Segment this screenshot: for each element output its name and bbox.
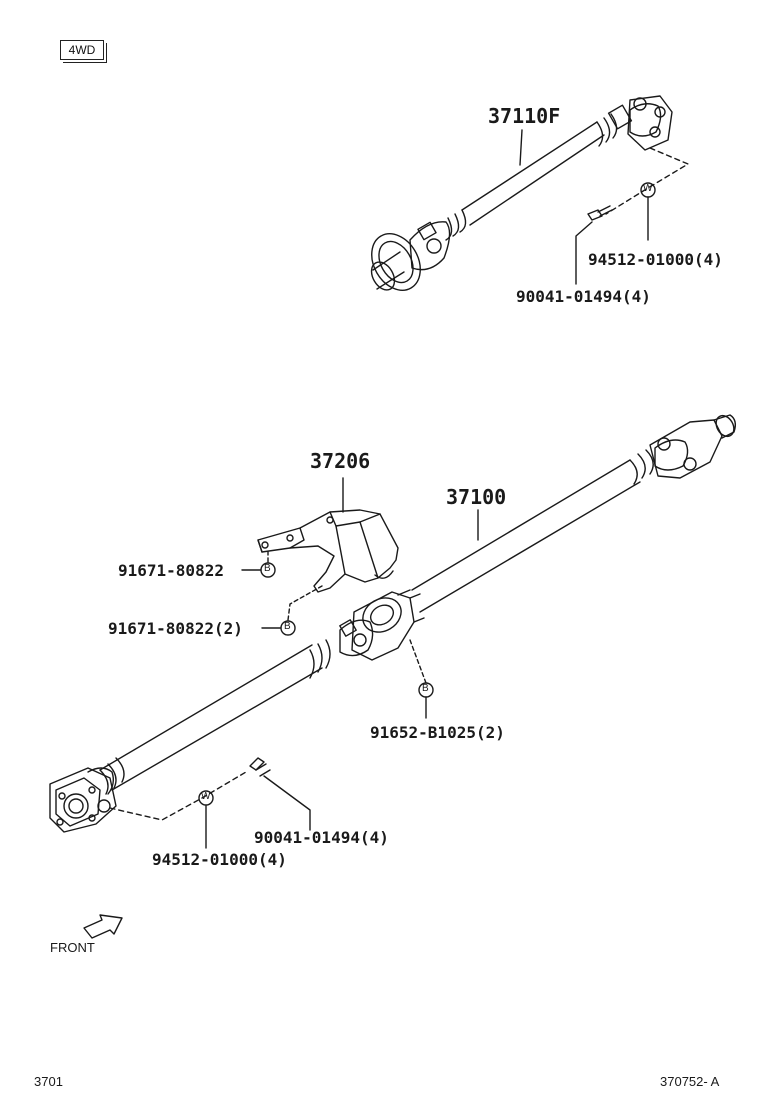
callout-37206[interactable]: 37206: [310, 449, 371, 473]
callout-washer-rear[interactable]: 94512-01000(4): [152, 850, 287, 869]
callout-washer-front[interactable]: 94512-01000(4): [588, 250, 723, 269]
front-propeller-shaft[interactable]: [362, 95, 673, 299]
front-fastener-group: [575, 147, 689, 285]
center-bearing-bracket[interactable]: [257, 509, 399, 593]
bolt-marker-double: B: [284, 621, 291, 632]
callout-center-bearing-bolt[interactable]: 91652-B1025(2): [370, 723, 505, 742]
rear-propeller-shaft[interactable]: [49, 412, 737, 833]
callout-bracket-bolt-single[interactable]: 91671-80822: [118, 561, 224, 580]
callout-37110F[interactable]: 37110F: [488, 104, 561, 128]
front-direction-arrow-icon: [83, 914, 123, 939]
callout-bolt-front[interactable]: 90041-01494(4): [516, 287, 651, 306]
figure-code: 370752- A: [660, 1074, 720, 1089]
front-direction-label: FRONT: [50, 940, 95, 955]
page-code: 3701: [34, 1074, 63, 1089]
washer-marker-rear: W: [201, 791, 211, 802]
leader-front-shaft: [519, 129, 523, 166]
callout-bracket-bolt-double[interactable]: 91671-80822(2): [108, 619, 243, 638]
washer-marker-front: W: [643, 183, 653, 194]
callout-37100[interactable]: 37100: [446, 485, 507, 509]
callout-bolt-rear[interactable]: 90041-01494(4): [254, 828, 389, 847]
drivetrain-badge: 4WD: [60, 40, 107, 63]
rear-fastener-group: [109, 757, 311, 849]
bracket-fastener-leaders: [241, 551, 434, 719]
bolt-marker-single: B: [264, 563, 271, 574]
bolt-marker-center: B: [422, 683, 429, 694]
